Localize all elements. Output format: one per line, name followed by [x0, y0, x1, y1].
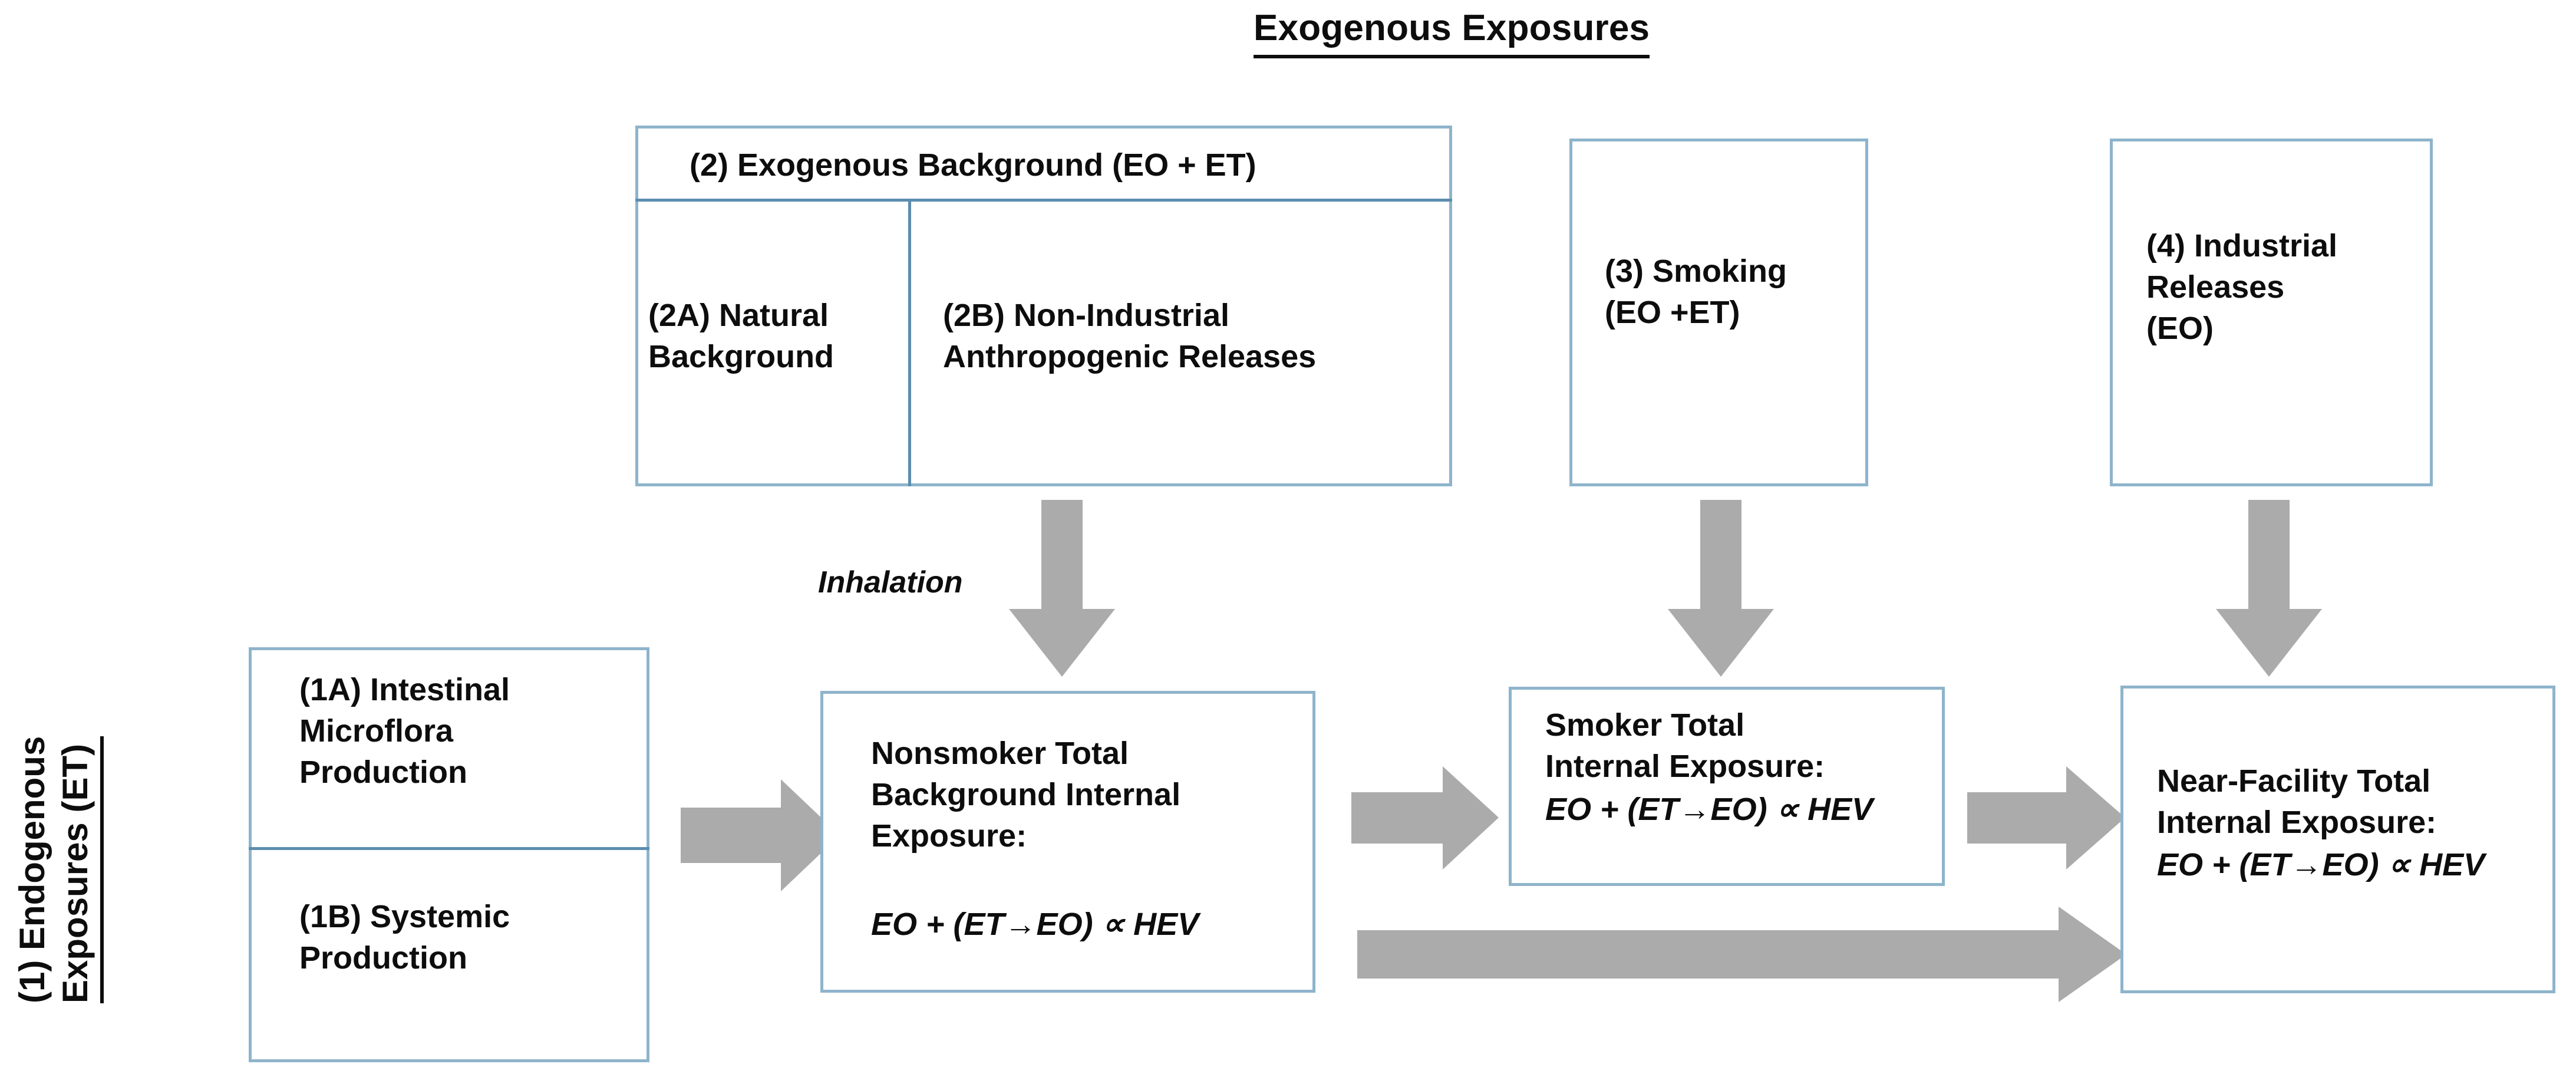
nonsmoker-to-nearfacility-arrow [1357, 907, 2126, 1002]
non-industrial-releases-label: (2B) Non-Industrial Anthropogenic Releas… [943, 298, 1317, 375]
industrial-releases-box [2110, 139, 2433, 486]
systemic-production-label: (1B) Systemic Production [299, 899, 510, 976]
smoker-label: Smoker Total Internal Exposure: [1545, 707, 1825, 785]
smoking-label: (3) Smoking (EO +ET) [1605, 253, 1787, 331]
natural-background-label: (2A) Natural Background [648, 298, 835, 375]
endogenous-to-nonsmoker-arrow [681, 779, 840, 891]
inhalation-down-arrow [1009, 500, 1115, 677]
exogenous-background-box [635, 126, 1452, 486]
nonsmoker-to-smoker-arrow [1351, 766, 1499, 869]
inhalation-label: Inhalation [818, 565, 963, 600]
endogenous-production-divider [249, 847, 649, 850]
nonsmoker-label: Nonsmoker Total Background Internal Expo… [871, 736, 1181, 854]
industrial-down-arrow [2216, 500, 2322, 677]
smoking-box [1569, 139, 1868, 486]
smoker-total-exposure-box [1509, 687, 1945, 886]
smoking-down-arrow [1668, 500, 1774, 677]
exogenous-background-column-divider [908, 199, 911, 486]
near-facility-formula: EO + (ET→EO) ∝ HEV [2157, 847, 2485, 882]
near-facility-label: Near-Facility Total Internal Exposure: [2157, 763, 2437, 841]
endogenous-production-box [249, 647, 649, 1062]
near-facility-total-exposure-box [2120, 686, 2555, 993]
exogenous-background-divider [635, 199, 1452, 202]
exogenous-background-header: (2) Exogenous Background (EO + ET) [690, 147, 1256, 183]
smoker-formula: EO + (ET→EO) ∝ HEV [1545, 792, 1874, 827]
endogenous-exposures-side-label: (1) Endogenous Exposures (ET) [11, 736, 104, 1003]
nonsmoker-formula: EO + (ET→EO) ∝ HEV [871, 907, 1199, 942]
industrial-releases-label: (4) Industrial Releases (EO) [2146, 228, 2338, 347]
nonsmoker-total-exposure-box [820, 691, 1315, 993]
intestinal-microflora-label: (1A) Intestinal Microflora Production [299, 672, 510, 790]
page-title: Exogenous Exposures [1254, 5, 1650, 58]
smoker-to-nearfacility-arrow [1967, 766, 2125, 869]
